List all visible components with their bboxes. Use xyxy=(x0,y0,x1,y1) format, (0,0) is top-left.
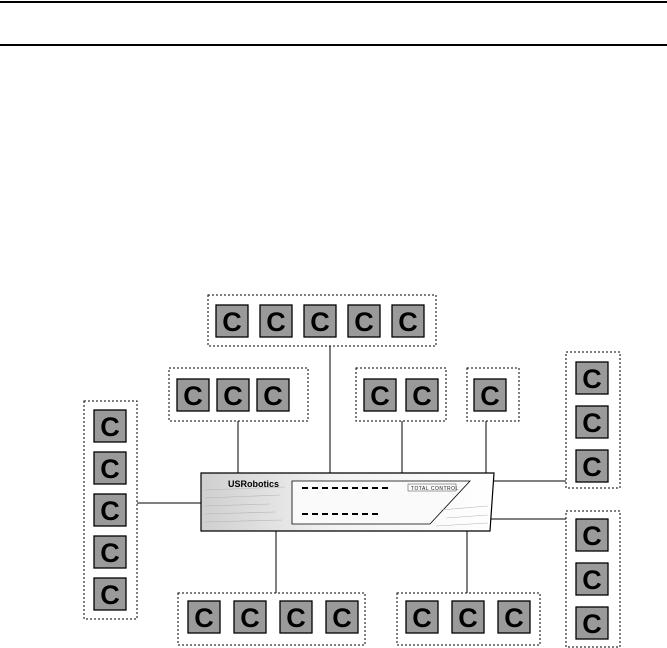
client-node: C xyxy=(576,607,608,639)
led-row-upper xyxy=(302,487,388,489)
client-group-mid-one: C xyxy=(467,368,519,421)
client-label: C xyxy=(582,408,602,438)
client-label: C xyxy=(223,381,243,411)
client-node: C xyxy=(217,379,249,411)
client-node: C xyxy=(188,601,220,633)
client-label: C xyxy=(412,381,432,411)
client-label: C xyxy=(310,307,330,337)
client-label: C xyxy=(412,603,432,633)
client-label: C xyxy=(582,609,602,639)
client-label: C xyxy=(286,603,306,633)
client-label: C xyxy=(582,521,602,551)
client-node: C xyxy=(576,519,608,551)
client-label: C xyxy=(240,603,260,633)
client-node: C xyxy=(576,406,608,438)
client-label: C xyxy=(370,381,390,411)
client-label: C xyxy=(582,452,602,482)
client-node: C xyxy=(234,601,266,633)
client-label: C xyxy=(100,412,120,442)
client-label: C xyxy=(504,603,524,633)
client-node: C xyxy=(94,578,126,610)
model-label: TOTAL CONTROL xyxy=(411,486,459,492)
client-label: C xyxy=(332,603,352,633)
client-label: C xyxy=(266,307,286,337)
client-node: C xyxy=(94,494,126,526)
total-control-chassis: USRobotics TOTAL CONTROL xyxy=(201,473,494,531)
client-label: C xyxy=(100,454,120,484)
client-node: C xyxy=(326,601,358,633)
client-node: C xyxy=(260,305,292,337)
client-node: C xyxy=(94,410,126,442)
client-node: C xyxy=(216,305,248,337)
client-label: C xyxy=(480,381,500,411)
client-group-right-upper-three: CCC xyxy=(566,352,620,488)
client-node: C xyxy=(304,305,336,337)
client-label: C xyxy=(263,381,283,411)
client-node: C xyxy=(177,379,209,411)
client-node: C xyxy=(474,379,506,411)
client-node: C xyxy=(94,536,126,568)
client-label: C xyxy=(100,496,120,526)
client-node: C xyxy=(392,305,424,337)
client-node: C xyxy=(576,563,608,595)
client-group-right-lower-three: CCC xyxy=(566,511,620,647)
client-label: C xyxy=(354,307,374,337)
client-node: C xyxy=(348,305,380,337)
client-node: C xyxy=(576,362,608,394)
client-label: C xyxy=(582,364,602,394)
client-node: C xyxy=(452,601,484,633)
client-node: C xyxy=(94,452,126,484)
client-label: C xyxy=(222,307,242,337)
client-label: C xyxy=(100,538,120,568)
client-label: C xyxy=(398,307,418,337)
client-label: C xyxy=(458,603,478,633)
client-label: C xyxy=(194,603,214,633)
client-label: C xyxy=(183,381,203,411)
client-node: C xyxy=(576,450,608,482)
client-node: C xyxy=(364,379,396,411)
client-node: C xyxy=(257,379,289,411)
client-label: C xyxy=(582,565,602,595)
client-node: C xyxy=(406,601,438,633)
client-node: C xyxy=(498,601,530,633)
client-node: C xyxy=(280,601,312,633)
brand-logo: USRobotics xyxy=(228,479,279,489)
client-label: C xyxy=(100,580,120,610)
client-node: C xyxy=(406,379,438,411)
